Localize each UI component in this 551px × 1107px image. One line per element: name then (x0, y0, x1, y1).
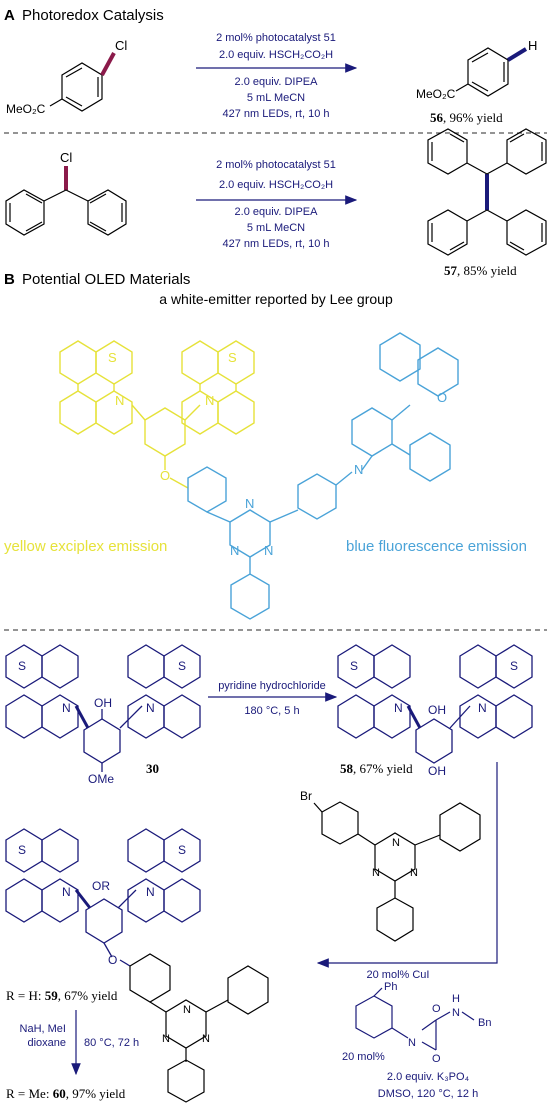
blue-o: O (437, 390, 447, 405)
bromophenyl-triazine-structure (313, 801, 481, 942)
c30-n1: N (62, 701, 71, 715)
step3-solvent: dioxane (27, 1037, 66, 1049)
product57-caption: 57, 85% yield (444, 263, 517, 278)
compound-58-structure (337, 644, 533, 764)
compound-30-structure (5, 644, 201, 772)
blue-acceptor-fragment (187, 332, 459, 620)
c30-s1: S (18, 659, 26, 673)
section-a-letter: A (4, 7, 15, 24)
compound-59-acceptor (129, 953, 269, 1103)
c59-tri-n1: N (183, 1004, 191, 1016)
section-b-letter: B (4, 271, 15, 288)
triazine-n1: N (245, 496, 254, 511)
c59-s1: S (18, 843, 26, 857)
bt-n1: N (392, 837, 400, 849)
bt-n2: N (372, 867, 380, 879)
c59-n1: N (62, 885, 71, 899)
triazine-n2: N (230, 543, 239, 558)
ligand-ph: Ph (384, 981, 397, 993)
ligand-h: H (452, 993, 460, 1005)
r1-cond-1: 2 mol% photocatalyst 51 (216, 32, 336, 44)
bt-n3: N (410, 867, 418, 879)
c59-s2: S (178, 843, 186, 857)
c60-caption: R = Me: 60, 97% yield (6, 1086, 126, 1101)
c58-s2: S (510, 659, 518, 673)
ligand-bn: Bn (478, 1017, 491, 1029)
section-b-subtitle: a white-emitter reported by Lee group (159, 291, 393, 307)
r1-cond-5: 427 nm LEDs, rt, 10 h (223, 108, 330, 120)
r1-cond-4: 5 mL MeCN (247, 92, 305, 104)
step1-conditions: 180 °C, 5 h (244, 705, 299, 717)
step3-conditions: 80 °C, 72 h (84, 1037, 139, 1049)
reactant-chlorobenzoate (49, 52, 116, 112)
reactant1-cl-label: Cl (115, 38, 127, 53)
yellow-donor-fragment (59, 340, 255, 489)
c58-caption: 58, 67% yield (340, 761, 413, 776)
c58-n1: N (394, 701, 403, 715)
yellow-n1: N (115, 393, 124, 408)
c30-s2: S (178, 659, 186, 673)
yellow-s2: S (228, 350, 237, 365)
r2-cond-5: 427 nm LEDs, rt, 10 h (223, 238, 330, 250)
product-57-structure (427, 128, 547, 256)
c30-ome: OMe (88, 772, 114, 786)
c59-or: OR (92, 879, 110, 893)
blue-emission-label: blue fluorescence emission (346, 538, 527, 555)
c59-tri-n3: N (202, 1033, 210, 1045)
c58-s1: S (350, 659, 358, 673)
ligand-n2: N (452, 1007, 460, 1019)
ligand-structure (355, 987, 475, 1051)
ligand-n1: N (408, 1037, 416, 1049)
c58-oh-bottom: OH (428, 764, 446, 778)
br-label: Br (300, 789, 312, 803)
ligand-o2: O (432, 1053, 441, 1065)
yellow-n2: N (205, 393, 214, 408)
r2-cond-1: 2 mol% photocatalyst 51 (216, 159, 336, 171)
r2-cond-2: 2.0 equiv. HSCH₂CO₂H (219, 179, 333, 191)
reactant2-cl-label: Cl (60, 150, 72, 165)
compound-59-structure (5, 828, 201, 967)
step2-solvent: DMSO, 120 °C, 12 h (378, 1088, 478, 1100)
reactant1-ester-label: MeO₂C (6, 102, 46, 116)
ligand-o1: O (432, 1003, 441, 1015)
c30-label: 30 (146, 761, 159, 776)
step2-catalyst: 20 mol% CuI (367, 969, 430, 981)
c58-oh-top: OH (428, 703, 446, 717)
section-b-title: Potential OLED Materials (22, 271, 190, 288)
c58-n2: N (478, 701, 487, 715)
product56-ester-label: MeO₂C (416, 87, 456, 101)
r2-cond-4: 5 mL MeCN (247, 222, 305, 234)
c59-n2: N (146, 885, 155, 899)
step3-reagent: NaH, MeI (20, 1023, 66, 1035)
reactant-benzhydryl-chloride (5, 166, 127, 236)
blue-n: N (354, 462, 363, 477)
r2-cond-3: 2.0 equiv. DIPEA (235, 206, 319, 218)
step2-arrow (316, 762, 498, 968)
product-56-structure (455, 47, 528, 97)
c59-tri-n2: N (162, 1033, 170, 1045)
yellow-s1: S (108, 350, 117, 365)
product56-h-label: H (528, 38, 537, 53)
product56-caption: 56, 96% yield (430, 110, 503, 125)
r1-cond-2: 2.0 equiv. HSCH₂CO₂H (219, 49, 333, 61)
c30-oh: OH (94, 696, 112, 710)
c59-caption: R = H: 59, 67% yield (6, 988, 118, 1003)
yellow-emission-label: yellow exciplex emission (4, 538, 167, 555)
ligand-mol: 20 mol% (342, 1051, 385, 1063)
section-a-title: Photoredox Catalysis (22, 7, 164, 24)
step1-reagent: pyridine hydrochloride (218, 680, 326, 692)
r1-cond-3: 2.0 equiv. DIPEA (235, 76, 319, 88)
triazine-n3: N (264, 543, 273, 558)
c30-n2: N (146, 701, 155, 715)
yellow-o: O (160, 468, 170, 483)
c59-o: O (108, 953, 117, 967)
step2-base: 2.0 equiv. K₃PO₄ (387, 1071, 470, 1083)
